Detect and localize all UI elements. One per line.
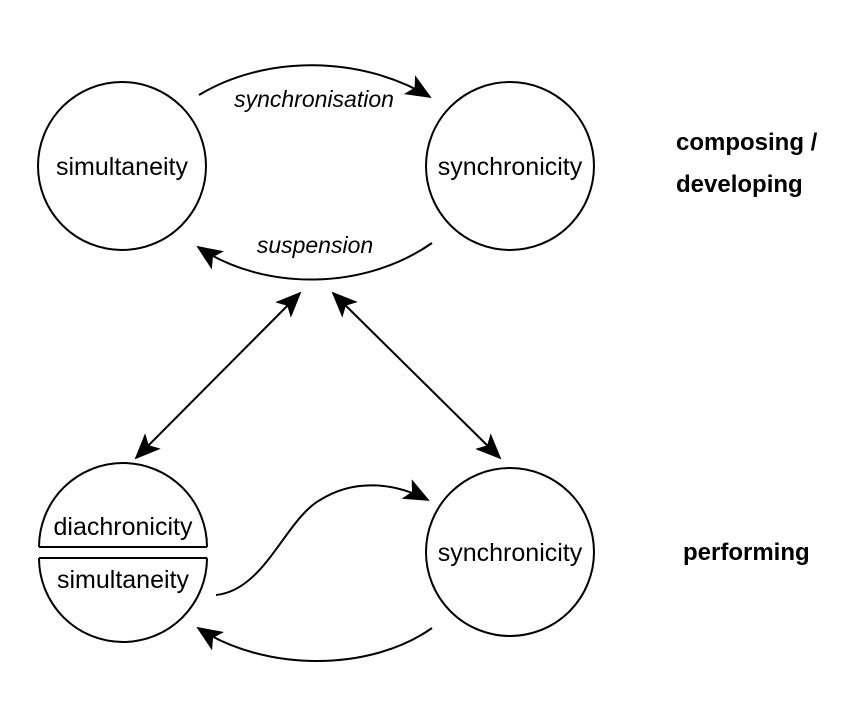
edge-top-back-label: suspension bbox=[257, 232, 373, 258]
node-bottom-right-label: synchronicity bbox=[438, 539, 583, 567]
node-bottom-left-lower-arc bbox=[38, 557, 208, 643]
node-bottom-left: diachronicity simultaneity bbox=[38, 462, 208, 643]
edge-bottom-forward-arrow bbox=[215, 479, 430, 596]
edge-top-forward-label: synchronisation bbox=[234, 86, 394, 112]
node-bottom-left-upper-arc bbox=[38, 462, 208, 548]
edge-diagonal-right-arrow bbox=[331, 291, 502, 460]
side-label-developing: developing bbox=[676, 171, 803, 198]
node-top-left-label: simultaneity bbox=[56, 153, 188, 181]
node-bottom-left-top-label: diachronicity bbox=[54, 513, 193, 541]
node-top-right-label: synchronicity bbox=[438, 153, 583, 181]
edge-bottom-back-arrow bbox=[196, 626, 433, 662]
node-top-left: simultaneity bbox=[37, 81, 207, 251]
side-label-composing: composing / bbox=[676, 129, 818, 156]
node-top-right-circle bbox=[425, 81, 595, 251]
edge-top-back-arrow bbox=[196, 242, 433, 281]
edge-top-forward-arrow bbox=[198, 64, 432, 99]
node-bottom-right-circle bbox=[425, 467, 595, 637]
node-bottom-right: synchronicity bbox=[425, 467, 595, 637]
node-top-right: synchronicity bbox=[425, 81, 595, 251]
node-top-left-circle bbox=[37, 81, 207, 251]
edge-diagonal-left-arrow bbox=[134, 291, 302, 460]
side-label-performing: performing bbox=[683, 539, 810, 566]
node-bottom-left-bottom-label: simultaneity bbox=[57, 566, 189, 594]
